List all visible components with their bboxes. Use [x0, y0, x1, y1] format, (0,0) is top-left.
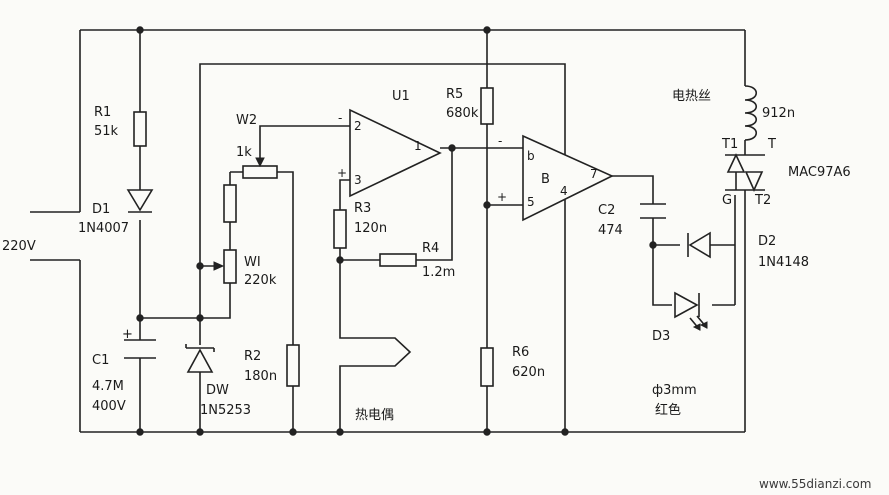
thermocouple-label: 热电偶	[355, 408, 394, 423]
r3-value: 120n	[354, 221, 387, 236]
w2-name: W2	[236, 113, 257, 128]
triac-symbol	[725, 153, 765, 192]
w1-name: WI	[244, 255, 261, 270]
r5-resistor	[480, 87, 494, 125]
r4-resistor	[379, 253, 417, 267]
c2-value: 474	[598, 223, 623, 238]
r2-name: R2	[244, 349, 261, 364]
r3-name: R3	[354, 201, 371, 216]
b-pin-5: 5	[527, 195, 535, 209]
r2-resistor	[286, 344, 300, 387]
b-pin-b: b	[527, 149, 535, 163]
d3-led-symbol	[674, 291, 708, 331]
heater-coil	[744, 85, 758, 141]
c2-capacitor-symbol	[640, 203, 666, 219]
r5-value: 680k	[446, 106, 479, 121]
r1-value: 51k	[94, 124, 119, 139]
triac-t2: T2	[754, 193, 771, 208]
r3-resistor	[333, 209, 347, 249]
w2-potentiometer	[242, 165, 278, 179]
r4-name: R4	[422, 241, 439, 256]
r6-value: 620n	[512, 365, 545, 380]
d3-color: 红色	[655, 402, 681, 418]
w1-potentiometer	[223, 249, 237, 284]
triac-t: T	[767, 137, 776, 152]
b-name: B	[541, 172, 550, 187]
d3-size: ф3mm	[652, 383, 697, 398]
b-pin-7: 7	[590, 167, 598, 181]
r6-name: R6	[512, 345, 529, 360]
watermark-text: www.55dianzi.com	[759, 477, 871, 491]
d2-value: 1N4148	[758, 255, 809, 270]
d2-diode-symbol	[687, 231, 711, 259]
supply-voltage-label: 220V	[2, 239, 36, 254]
r1-name: R1	[94, 105, 111, 120]
dw-name: DW	[206, 383, 229, 398]
b-opamp	[522, 134, 614, 222]
c1-rating: 400V	[92, 399, 126, 414]
w2-value: 1k	[236, 145, 252, 160]
triac-name: MAC97A6	[788, 165, 851, 180]
c1-value: 4.7M	[92, 379, 124, 394]
r6-resistor	[480, 347, 494, 387]
c1-polarity: +	[122, 327, 133, 342]
b-pin-4: 4	[560, 184, 568, 198]
d2-name: D2	[758, 234, 776, 249]
w1-value: 220k	[244, 273, 277, 288]
u1-opamp	[349, 108, 442, 198]
heater-name: 电热丝	[672, 89, 711, 104]
c1-name: C1	[92, 353, 109, 368]
u1-pin-plus: 3	[354, 173, 362, 187]
junctions	[136, 26, 657, 436]
heater-value: 912n	[762, 106, 795, 121]
u1-minus-sign: -	[338, 111, 342, 125]
w2-wiper-arrow	[255, 157, 265, 168]
u1-plus-sign: +	[337, 166, 347, 180]
c1-capacitor-symbol	[124, 339, 156, 359]
dw-zener-symbol	[185, 344, 215, 373]
wires	[30, 29, 746, 433]
r1-resistor	[133, 111, 147, 147]
u1-pin-minus: 2	[354, 119, 362, 133]
d1-diode-symbol	[126, 189, 154, 213]
d1-value: 1N4007	[78, 221, 129, 236]
u1-name: U1	[392, 89, 410, 104]
c2-name: C2	[598, 203, 615, 218]
b-minus-sign: -	[498, 134, 502, 148]
w1-wiper-arrow	[213, 261, 225, 271]
d1-name: D1	[92, 202, 110, 217]
triac-g: G	[722, 193, 732, 208]
r4-value: 1.2m	[422, 265, 455, 280]
r5-name: R5	[446, 87, 463, 102]
r2-value: 180n	[244, 369, 277, 384]
w1-upper-resistor	[223, 184, 237, 223]
dw-value: 1N5253	[200, 403, 251, 418]
d3-name: D3	[652, 329, 670, 344]
triac-t1: T1	[721, 137, 738, 152]
u1-pin-out: 1	[414, 139, 422, 153]
b-plus-sign: +	[497, 190, 507, 204]
